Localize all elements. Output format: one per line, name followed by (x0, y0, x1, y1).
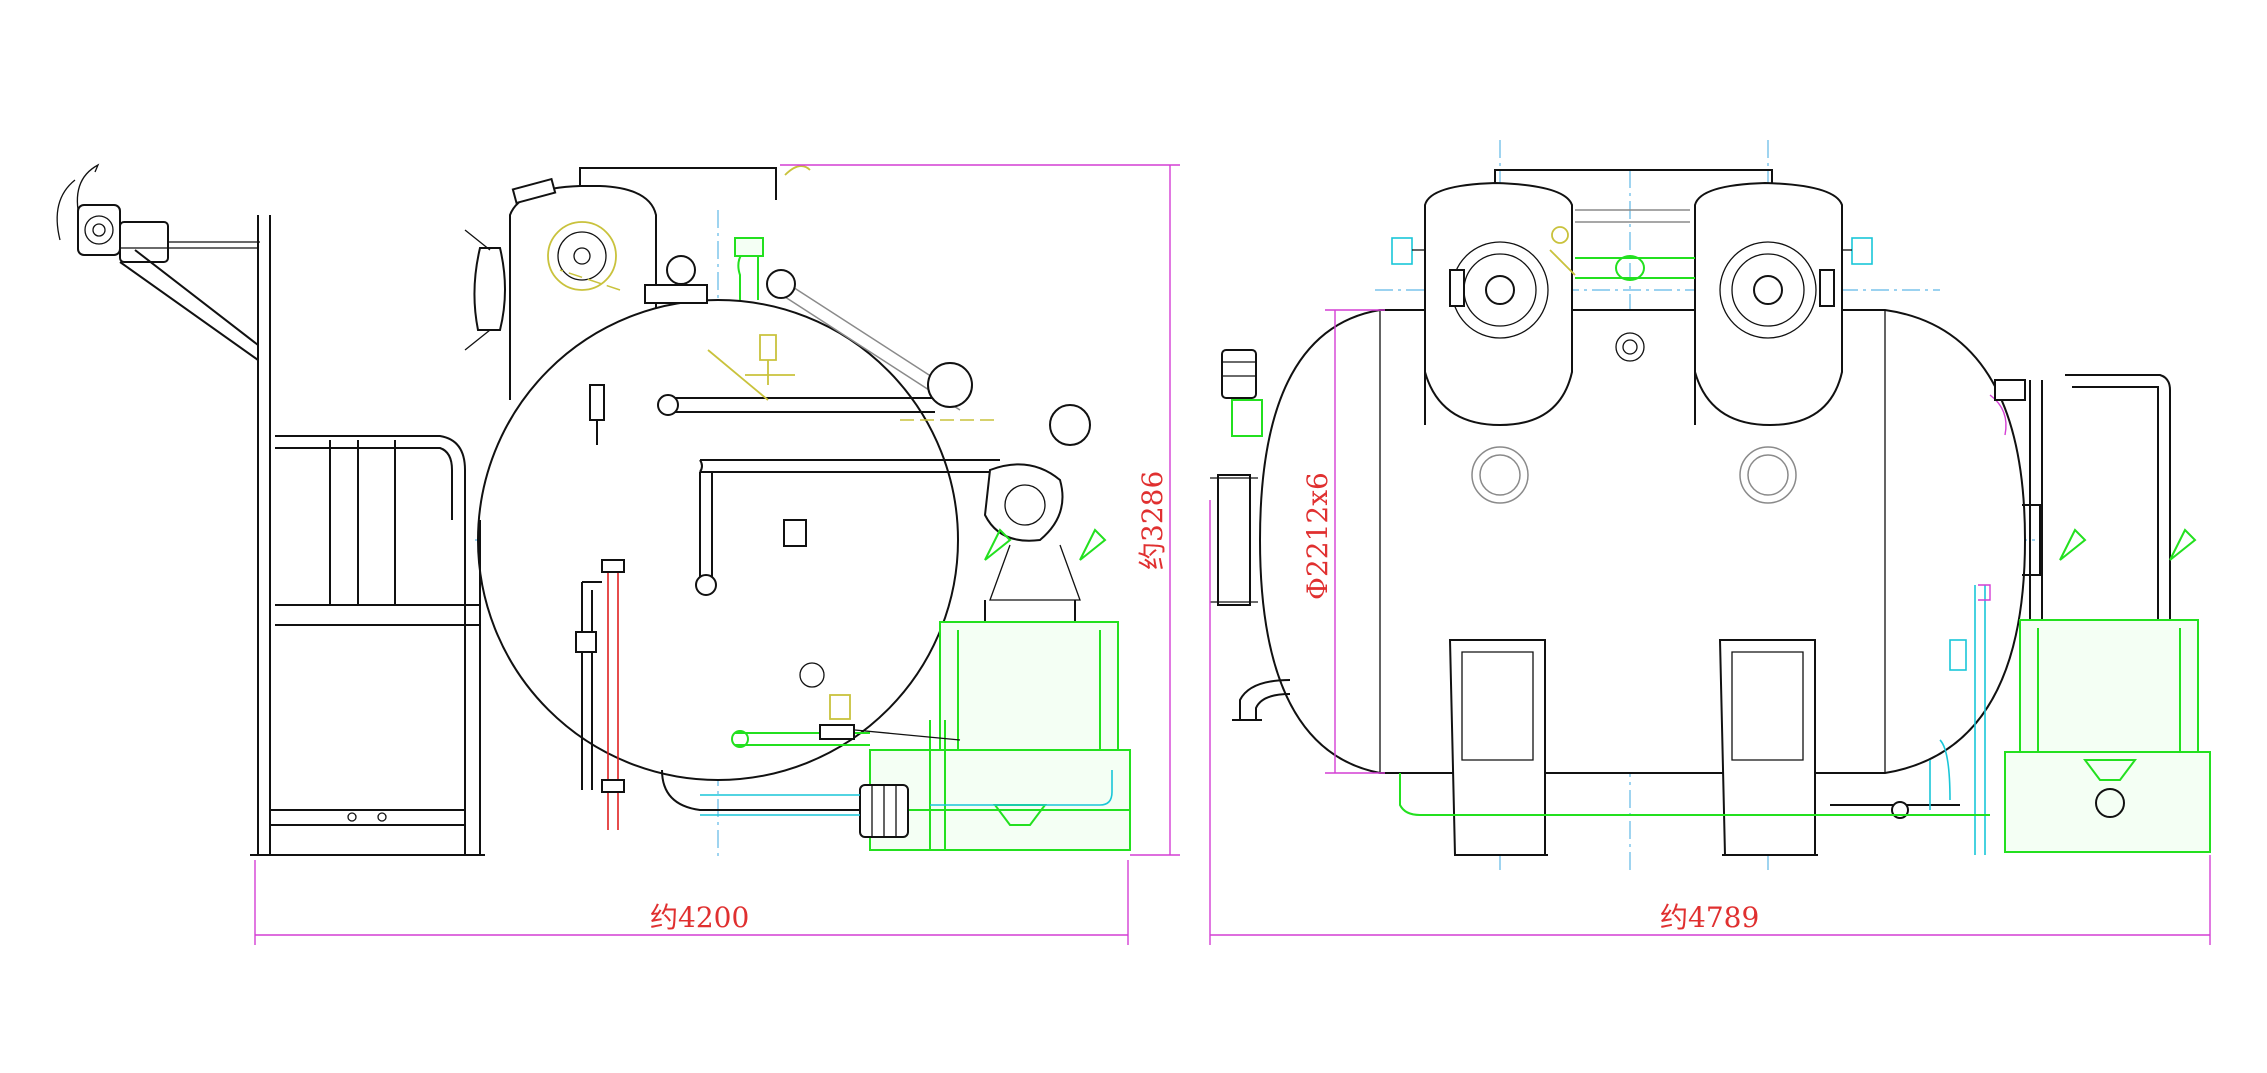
top-center-nozzle (1615, 332, 1645, 362)
right-dimensions: 约4789 Φ2212x6 (1209, 309, 2211, 945)
access-platform-frame (119, 215, 485, 856)
upper-sight-window (473, 247, 506, 331)
right-green-tank (2004, 528, 2211, 853)
right-manhole (1719, 241, 1817, 339)
left-width-dimension: 约4200 (650, 901, 749, 934)
left-height-dimension: 约3286 (1136, 471, 1169, 570)
winch-motor-unit (56, 163, 260, 263)
left-inspection-port (1471, 446, 1529, 504)
vessel-diameter-dimension: Φ2212x6 (1301, 472, 1334, 600)
internal-piping (657, 255, 1000, 596)
top-domes (1391, 169, 1873, 427)
flange-right (1049, 404, 1091, 446)
pressure-gauge (799, 662, 825, 688)
side-drive-motor (1210, 349, 1291, 721)
top-nozzle-flange (644, 284, 708, 304)
level-gauge (575, 559, 625, 830)
upper-manhole-flange (547, 221, 617, 291)
relief-valves (559, 165, 1000, 720)
green-auxiliary-tank (731, 237, 1131, 851)
circulation-piping (927, 362, 1091, 625)
right-width-dimension: 约4789 (1660, 901, 1759, 934)
left-dimensions: 约4200 约3286 (254, 164, 1180, 945)
side-elevation-view: 约4200 约3286 (56, 163, 1180, 945)
saddle-supports (1448, 639, 1818, 856)
flange-upper (927, 362, 973, 408)
right-side-piping (1989, 374, 2171, 620)
bottom-pump-motor (700, 770, 1113, 838)
side-valve (589, 384, 605, 445)
main-vessel (477, 284, 959, 811)
front-elevation-view: 约4789 Φ2212x6 (1209, 140, 2211, 945)
horizontal-vessel (1258, 309, 2027, 774)
right-inspection-port (1739, 446, 1797, 504)
pump-casing (983, 463, 1064, 542)
